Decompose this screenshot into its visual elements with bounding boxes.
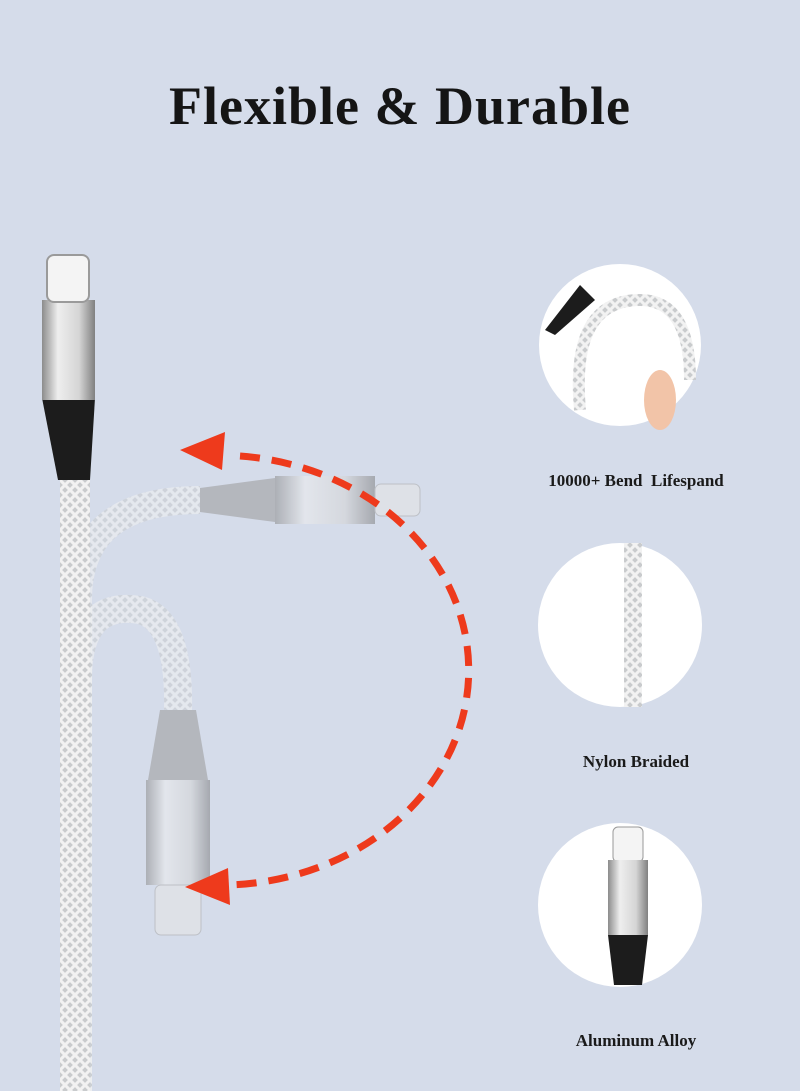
bend-closeup [539, 264, 701, 430]
arrow-head-top [180, 432, 225, 470]
main-cable [42, 254, 95, 1091]
feature-label-bend: 10000+ Bend Lifespand [548, 471, 724, 490]
connector-closeup [538, 823, 702, 987]
feature-label-braided: Nylon Braided [582, 752, 690, 771]
page-title: Flexible & Durable [169, 76, 631, 136]
braid-closeup [538, 543, 702, 707]
arrow-head-bottom [185, 868, 230, 905]
feature-label-alloy: Aluminum Alloy [575, 1031, 697, 1050]
ghost-cable-half [64, 594, 210, 1091]
ghost-cable-bent [64, 476, 421, 1091]
bend-arrow [229, 452, 473, 889]
